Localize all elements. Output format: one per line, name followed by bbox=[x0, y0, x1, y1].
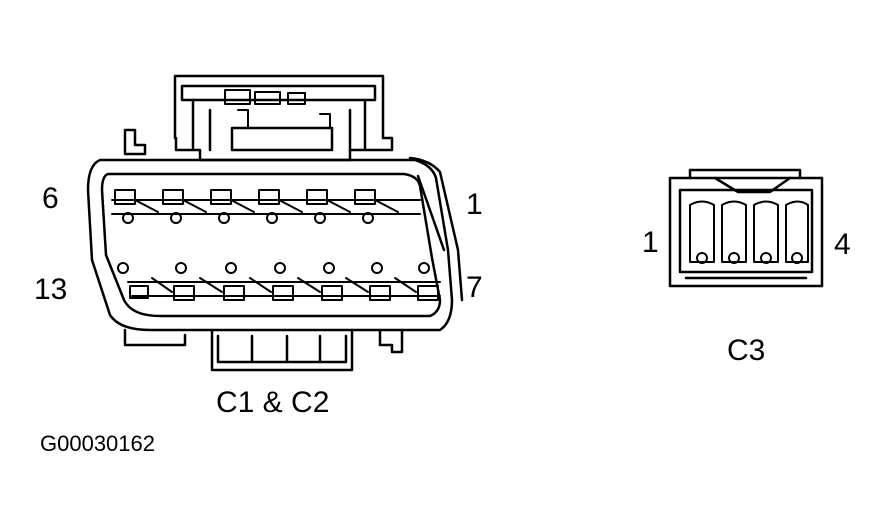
pin-cell bbox=[115, 190, 158, 223]
latch-body bbox=[193, 100, 365, 150]
c1c2-pin-label-7: 7 bbox=[466, 271, 483, 304]
pin-cell bbox=[200, 263, 244, 300]
pin-row-top bbox=[112, 190, 420, 223]
latch-inner bbox=[182, 86, 375, 100]
c3-terminal-contact bbox=[761, 253, 771, 263]
pin-cell bbox=[346, 263, 390, 300]
latch-detail bbox=[225, 90, 330, 128]
pin-cell bbox=[118, 263, 148, 298]
c3-terminal bbox=[690, 202, 714, 263]
figure-id: G00030162 bbox=[40, 431, 155, 456]
c1c2-caption: C1 & C2 bbox=[216, 386, 330, 419]
pin-row-bottom bbox=[118, 263, 440, 300]
pin-cell bbox=[211, 190, 254, 223]
bottom-key bbox=[212, 330, 352, 370]
c3-terminal bbox=[786, 202, 808, 263]
c3-terminal-contact bbox=[697, 253, 707, 263]
pin-cell bbox=[298, 263, 342, 300]
connector-body-outer bbox=[88, 160, 452, 330]
connector-c1-c2-drawing bbox=[88, 76, 462, 370]
c3-terminal-contact bbox=[729, 253, 739, 263]
c3-terminal bbox=[722, 202, 746, 263]
connector-cavity bbox=[102, 174, 440, 316]
pin-cell bbox=[355, 190, 398, 223]
c3-pin-label-1: 1 bbox=[642, 226, 659, 259]
c1c2-pin-label-6: 6 bbox=[42, 182, 59, 215]
c3-terminal bbox=[754, 202, 778, 263]
bottom-skirt bbox=[125, 330, 402, 352]
c1c2-pin-label-1: 1 bbox=[466, 188, 483, 221]
pin-cell bbox=[152, 263, 194, 300]
c3-terminal-contact bbox=[792, 253, 802, 263]
c3-pin-label-4: 4 bbox=[834, 228, 851, 261]
pin-cell bbox=[250, 263, 293, 300]
pin-cell bbox=[307, 190, 350, 223]
pin-cell bbox=[259, 190, 302, 223]
pin-cell bbox=[163, 190, 206, 223]
c3-top-key bbox=[690, 170, 800, 192]
c3-body-outer bbox=[670, 178, 822, 286]
side-rail-right bbox=[410, 158, 462, 300]
c1c2-pin-label-13: 13 bbox=[34, 273, 68, 306]
c3-inner-walls bbox=[680, 190, 812, 278]
connector-c3-drawing bbox=[670, 170, 822, 286]
c3-caption: C3 bbox=[727, 334, 766, 367]
c3-terminals bbox=[690, 202, 808, 264]
pin-cell bbox=[395, 263, 438, 300]
side-ear-left bbox=[125, 130, 145, 154]
pin-row-bottom-rail bbox=[128, 282, 440, 296]
latch-housing bbox=[175, 76, 392, 160]
